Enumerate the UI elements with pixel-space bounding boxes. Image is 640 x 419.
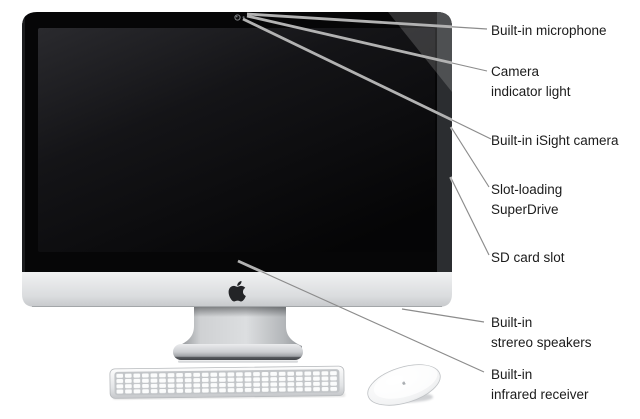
callout-label-sd-card-slot: SD card slot bbox=[491, 248, 565, 268]
callout-label-built-in-microphone: Built-in microphone bbox=[491, 21, 607, 41]
glass-right-edge-band bbox=[437, 12, 452, 272]
label-line: infrared receiver bbox=[491, 387, 589, 402]
display-screen bbox=[38, 28, 435, 252]
stand-base bbox=[173, 344, 303, 360]
label-line: Built-in bbox=[491, 315, 533, 330]
keyboard-keys bbox=[115, 370, 339, 395]
label-line: strereo speakers bbox=[491, 335, 592, 350]
camera-indicator-dot bbox=[242, 16, 245, 19]
callout-label-built-in-infrared-receiver: Built-in infrared receiver bbox=[491, 365, 589, 405]
stand-neck-shadow bbox=[194, 307, 286, 317]
magic-mouse bbox=[367, 364, 441, 406]
callout-label-built-in-isight-camera: Built-in iSight camera bbox=[491, 131, 619, 151]
label-line: Camera bbox=[491, 64, 540, 79]
label-line: indicator light bbox=[491, 84, 571, 99]
stand-base-reflection bbox=[178, 360, 298, 363]
label-line: SuperDrive bbox=[491, 202, 559, 217]
isight-camera-lens-dot bbox=[234, 14, 241, 21]
callout-label-built-in-stereo-speakers: Built-in strereo speakers bbox=[491, 313, 592, 353]
glass-left-edge-highlight bbox=[22, 12, 25, 272]
label-line: Slot-loading bbox=[491, 182, 563, 197]
label-line: Built-in iSight camera bbox=[491, 133, 619, 148]
label-line: Built-in microphone bbox=[491, 23, 607, 38]
mouse-top-highlight bbox=[373, 364, 438, 399]
screen-reflection bbox=[388, 12, 452, 92]
stand-neck bbox=[178, 307, 302, 351]
label-line: SD card slot bbox=[491, 250, 565, 265]
label-line: Built-in bbox=[491, 367, 533, 382]
callout-label-camera-indicator-light: Camera indicator light bbox=[491, 62, 571, 102]
camera-glint bbox=[236, 16, 238, 18]
keyboard bbox=[109, 365, 346, 400]
